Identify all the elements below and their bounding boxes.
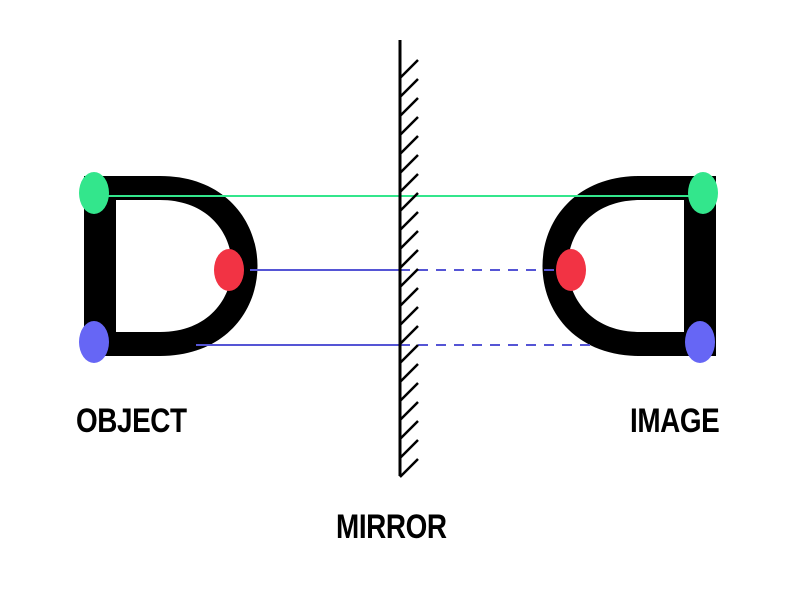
image-bottom-point xyxy=(685,321,715,363)
mirror-hatch-stroke xyxy=(399,268,419,288)
object-middle-point xyxy=(214,249,244,291)
mirror-hatch-stroke xyxy=(399,78,419,98)
object-label: OBJECT xyxy=(76,402,187,440)
mirror-hatch-stroke xyxy=(399,97,419,117)
rays xyxy=(94,195,700,346)
mirror-hatch-stroke xyxy=(399,287,419,307)
mirror-hatch-stroke xyxy=(399,249,419,269)
mirror-hatch-stroke xyxy=(399,344,419,364)
mirror-hatch-stroke xyxy=(399,230,419,250)
mirror-hatch-stroke xyxy=(399,382,419,402)
mirror-hatch-stroke xyxy=(399,458,419,478)
object-bottom-point xyxy=(79,321,109,363)
mirror-hatch-stroke xyxy=(399,192,419,212)
mirror-hatch-stroke xyxy=(399,420,419,440)
image-middle-point xyxy=(556,249,586,291)
object-top-point xyxy=(79,172,109,214)
mirror-hatch-stroke xyxy=(399,154,419,174)
image-label: IMAGE xyxy=(630,402,720,440)
mirror-hatch-stroke xyxy=(399,135,419,155)
mirror-hatch-stroke xyxy=(399,211,419,231)
mirror-hatch-stroke xyxy=(399,59,419,79)
mirror-hatch-stroke xyxy=(399,439,419,459)
mirror-hatch-stroke xyxy=(399,306,419,326)
image-points xyxy=(556,172,718,363)
mirror-hatch-stroke xyxy=(399,325,419,345)
mirror xyxy=(398,40,419,478)
mirror-hatch-stroke xyxy=(399,116,419,136)
mirror-hatch-stroke xyxy=(399,173,419,193)
image-top-point xyxy=(688,172,718,214)
object-points xyxy=(79,172,244,363)
mirror-hatching xyxy=(399,59,419,478)
mirror-hatch-stroke xyxy=(399,401,419,421)
mirror-label: MIRROR xyxy=(336,508,447,546)
mirror-hatch-stroke xyxy=(399,363,419,383)
